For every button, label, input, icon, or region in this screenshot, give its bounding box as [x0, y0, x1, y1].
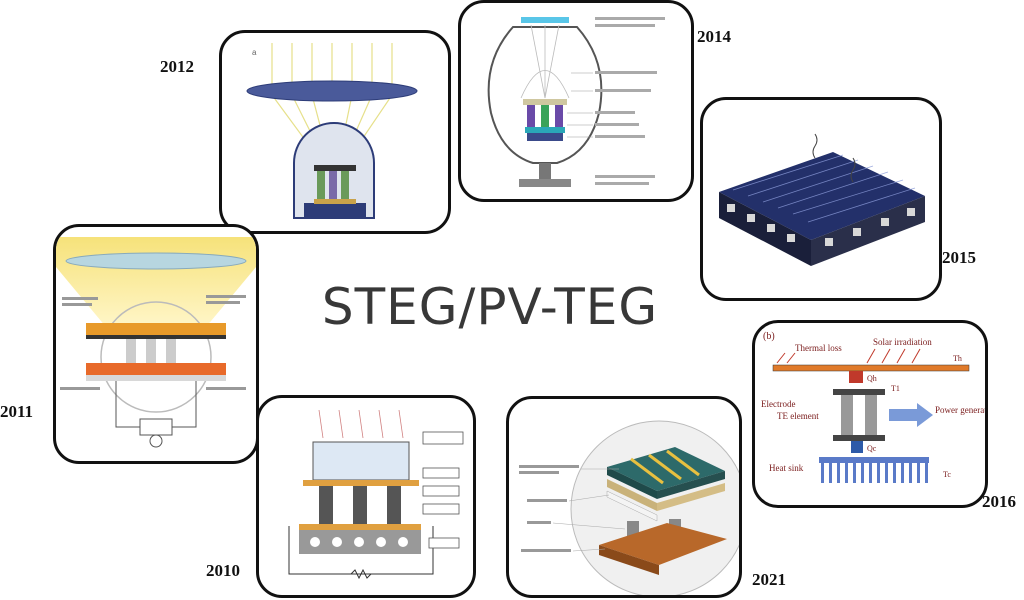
qh-label: Qh	[867, 374, 877, 383]
th-label: Th	[953, 354, 962, 363]
panel-2012: a	[219, 30, 451, 234]
year-2015: 2015	[942, 248, 976, 267]
t1-label: T1	[891, 384, 900, 393]
panel-2021	[506, 396, 742, 598]
panel-2015-figure	[719, 133, 925, 266]
year-2016: 2016	[982, 492, 1016, 511]
panel-2014	[458, 0, 694, 202]
qc-label: Qc	[867, 444, 877, 453]
thermal-loss-label: Thermal loss	[795, 343, 842, 353]
panel-2016: (b) Thermal loss Solar irradiation Th Qh…	[752, 320, 988, 508]
year-2011: 2011	[0, 402, 34, 421]
svg-text:a: a	[252, 48, 257, 57]
diagram-title: STEG/PV-TEG	[321, 278, 659, 336]
panel-2014-figure	[487, 17, 665, 187]
panel-2015	[700, 97, 942, 301]
tc-label: Tc	[943, 470, 951, 479]
panel-2021-figure	[519, 420, 739, 595]
panel-2012-figure: a	[246, 43, 418, 219]
panel-2016-tag: (b)	[763, 331, 775, 342]
panel-2010-figure	[288, 409, 464, 580]
year-2010: 2010	[206, 561, 240, 580]
power-generation-label: Power generation	[935, 405, 985, 415]
panel-2011	[53, 224, 259, 464]
year-2014: 2014	[697, 27, 731, 46]
year-2012: 2012	[160, 57, 194, 76]
year-2021: 2021	[752, 570, 786, 589]
te-element-label: TE element	[777, 411, 819, 421]
heat-sink-label: Heat sink	[769, 463, 804, 473]
panel-2016-figure: (b) Thermal loss Solar irradiation Th Qh…	[761, 331, 985, 483]
electrode-label: Electrode	[761, 399, 795, 409]
panel-2010	[256, 395, 476, 598]
solar-irradiation-label: Solar irradiation	[873, 337, 932, 347]
panel-2011-figure	[56, 237, 256, 448]
